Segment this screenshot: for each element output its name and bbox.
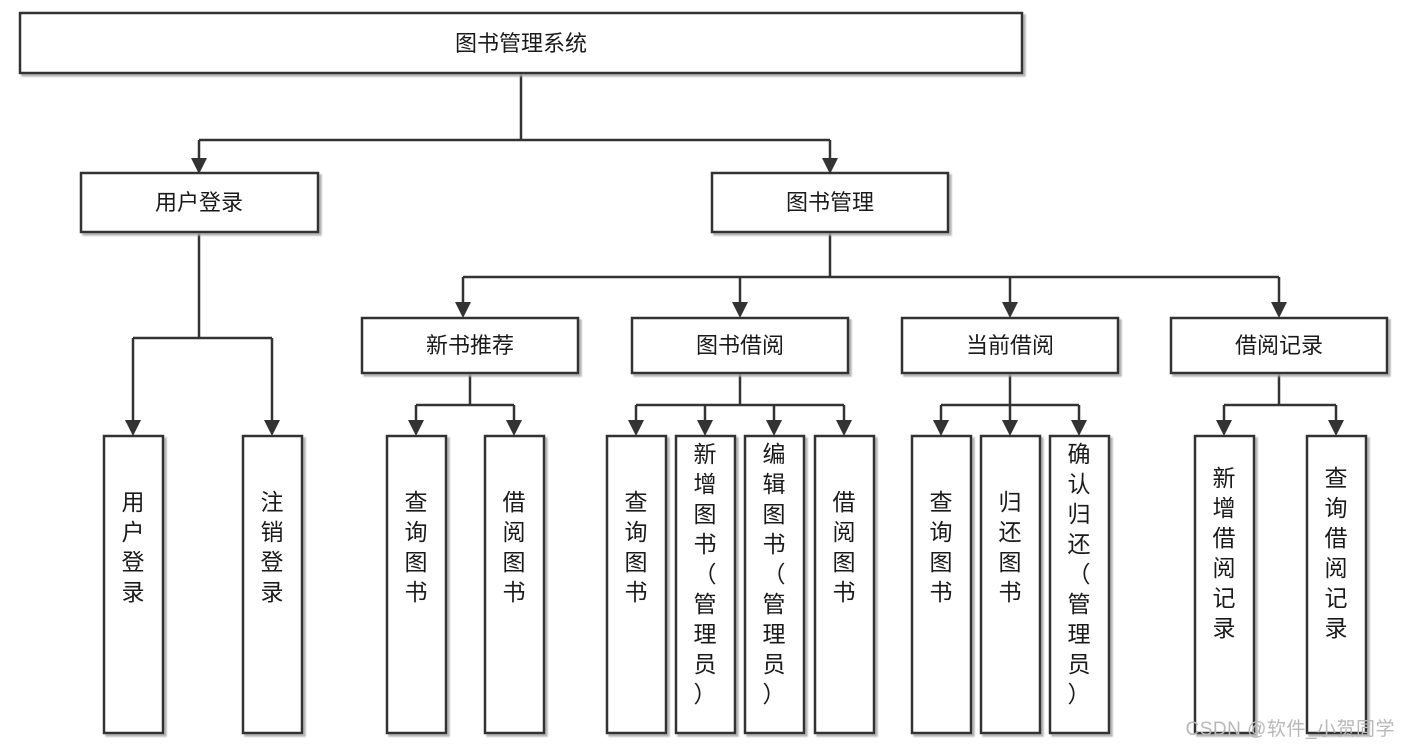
node-book-management[interactable]: 图书管理	[710, 171, 950, 234]
node-leaf-query-record-box[interactable]	[1305, 434, 1368, 735]
node-new-book-recommend-box[interactable]	[360, 316, 580, 375]
node-leaf-query-book-3[interactable]: 查询图书	[910, 434, 973, 735]
node-leaf-query-record-label: 查询借阅记录	[1325, 465, 1348, 641]
node-leaf-query-book-2-box[interactable]	[605, 434, 668, 735]
node-leaf-add-record[interactable]: 新增借阅记录	[1193, 434, 1256, 735]
node-current-borrow-label: 当前借阅	[966, 333, 1054, 358]
node-leaf-confirm-return[interactable]: 确认归还（管理员）	[1048, 434, 1111, 735]
node-leaf-query-book-1[interactable]: 查询图书	[385, 434, 448, 735]
node-leaf-add-record-label: 新增借阅记录	[1213, 465, 1236, 641]
node-user-login-label: 用户登录	[155, 190, 243, 215]
node-leaf-return-book-box[interactable]	[979, 434, 1042, 735]
node-leaf-borrow-book-1-box[interactable]	[483, 434, 546, 735]
node-user-login[interactable]: 用户登录	[79, 171, 320, 234]
arrow-current-borrow-leaf-1	[933, 420, 949, 436]
node-leaf-borrow-book-2-label: 借阅图书	[833, 489, 856, 605]
node-leaf-borrow-book-2[interactable]: 借阅图书	[813, 434, 876, 735]
arrow-book-borrow-leaf-4	[836, 420, 852, 436]
node-leaf-query-book-1-label: 查询图书	[405, 489, 428, 605]
node-new-book-recommend-label: 新书推荐	[426, 333, 514, 358]
node-leaf-confirm-return-label: 确认归还（管理员）	[1068, 441, 1091, 707]
node-borrow-record-box[interactable]	[1169, 316, 1389, 375]
node-current-borrow-box[interactable]	[900, 316, 1120, 375]
node-leaf-query-book-1-box[interactable]	[385, 434, 448, 735]
node-book-management-label: 图书管理	[786, 190, 874, 215]
arrow-bm-to-borrow-record	[1271, 302, 1287, 318]
node-root[interactable]: 图书管理系统	[18, 11, 1024, 75]
node-current-borrow[interactable]: 当前借阅	[900, 316, 1120, 375]
arrow-borrow-record-leaf-1	[1216, 420, 1232, 436]
node-leaf-query-record[interactable]: 查询借阅记录	[1305, 434, 1368, 735]
node-leaf-return-book-label: 归还图书	[999, 489, 1022, 605]
arrow-book-borrow-leaf-2	[697, 420, 713, 436]
node-leaf-query-book-3-box[interactable]	[910, 434, 973, 735]
node-borrow-record-label: 借阅记录	[1235, 333, 1323, 358]
node-leaf-logout-login-box[interactable]	[241, 434, 304, 735]
arrow-bm-to-new-book	[455, 302, 471, 318]
node-leaf-return-book[interactable]: 归还图书	[979, 434, 1042, 735]
node-leaf-add-book-label: 新增图书（管理员）	[694, 441, 717, 707]
arrow-user-login-leaf-2	[264, 420, 280, 436]
node-book-borrow-label: 图书借阅	[696, 333, 784, 358]
arrow-bm-to-current-borrow	[1002, 302, 1018, 318]
node-borrow-record[interactable]: 借阅记录	[1169, 316, 1389, 375]
node-book-borrow-box[interactable]	[630, 316, 850, 375]
node-leaf-edit-book[interactable]: 编辑图书（管理员）	[743, 434, 806, 735]
arrow-current-borrow-leaf-3	[1071, 420, 1087, 436]
arrow-bm-to-book-borrow	[732, 302, 748, 318]
arrow-user-login-leaf-1	[125, 420, 141, 436]
node-leaf-confirm-return-box[interactable]	[1048, 434, 1111, 735]
node-leaf-user-login-label: 用户登录	[122, 489, 145, 605]
node-leaf-borrow-book-1[interactable]: 借阅图书	[483, 434, 546, 735]
node-leaf-user-login[interactable]: 用户登录	[102, 434, 165, 735]
node-leaf-edit-book-label: 编辑图书（管理员）	[763, 441, 786, 707]
node-leaf-add-book[interactable]: 新增图书（管理员）	[674, 434, 737, 735]
arrow-new-book-leaf-1	[408, 420, 424, 436]
arrow-book-borrow-leaf-1	[628, 420, 644, 436]
node-leaf-borrow-book-2-box[interactable]	[813, 434, 876, 735]
node-leaf-borrow-book-1-label: 借阅图书	[503, 489, 526, 605]
node-user-login-box[interactable]	[79, 171, 320, 234]
connector-layer	[125, 73, 1344, 436]
node-root-box[interactable]	[18, 11, 1024, 75]
node-leaf-add-record-box[interactable]	[1193, 434, 1256, 735]
arrow-book-borrow-leaf-3	[766, 420, 782, 436]
arrow-root-to-book-management	[822, 158, 838, 174]
node-leaf-query-book-2-label: 查询图书	[625, 489, 648, 605]
node-book-management-box[interactable]	[710, 171, 950, 234]
node-leaf-user-login-box[interactable]	[102, 434, 165, 735]
arrow-root-to-user-login	[191, 158, 207, 174]
arrow-borrow-record-leaf-2	[1328, 420, 1344, 436]
node-leaf-edit-book-box[interactable]	[743, 434, 806, 735]
node-leaf-add-book-box[interactable]	[674, 434, 737, 735]
arrow-current-borrow-leaf-2	[1002, 420, 1018, 436]
node-leaf-query-book-3-label: 查询图书	[930, 489, 953, 605]
node-leaf-logout-login[interactable]: 注销登录	[241, 434, 304, 735]
node-leaf-logout-login-label: 注销登录	[261, 489, 284, 605]
node-new-book-recommend[interactable]: 新书推荐	[360, 316, 580, 375]
node-leaf-query-book-2[interactable]: 查询图书	[605, 434, 668, 735]
arrow-new-book-leaf-2	[506, 420, 522, 436]
node-root-label: 图书管理系统	[455, 31, 587, 56]
node-book-borrow[interactable]: 图书借阅	[630, 316, 850, 375]
